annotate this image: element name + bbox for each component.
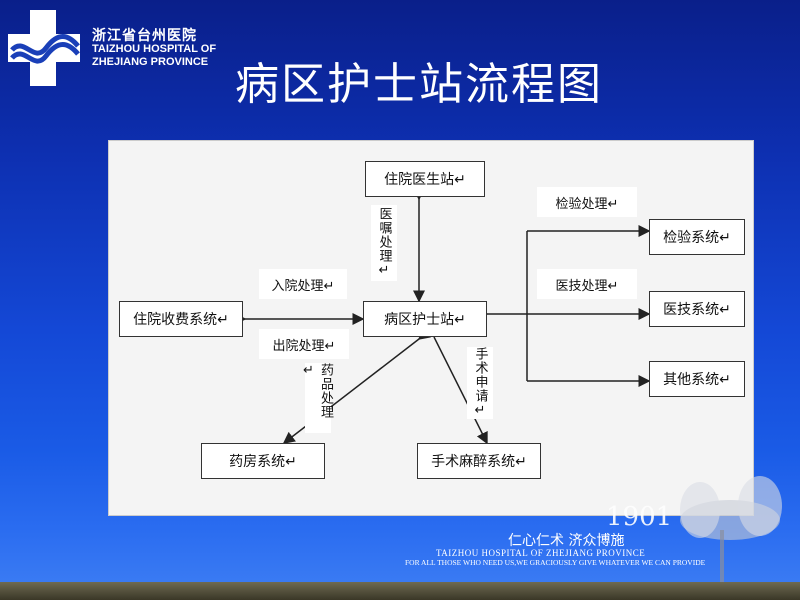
- edge-label-orders: 医嘱处理↵: [371, 205, 397, 281]
- edge-label-medtech-processing: 医技处理↵: [537, 269, 637, 299]
- node-doctor-station: 住院医生站↵: [365, 161, 485, 197]
- slide-title: 病区护士站流程图: [235, 59, 603, 110]
- edge-label-surgery-request: 手术申请↵: [467, 347, 493, 419]
- node-medtech-system: 医技系统↵: [649, 291, 745, 327]
- hospital-name-en: TAIZHOU HOSPITAL OF ZHEJIANG PROVINCE: [92, 43, 216, 69]
- footer-ground-strip: [0, 582, 800, 600]
- node-other-system: 其他系统↵: [649, 361, 745, 397]
- lotus-decoration-icon: [680, 476, 782, 590]
- node-surgery-system: 手术麻醉系统↵: [417, 443, 541, 479]
- footer-hospital-en: TAIZHOU HOSPITAL OF ZHEJIANG PROVINCE: [436, 548, 646, 558]
- flowchart-panel: 住院医生站↵ 病区护士站↵ 住院收费系统↵ 药房系统↵ 手术麻醉系统↵ 检验系统…: [108, 140, 754, 516]
- footer-slogan-en: FOR ALL THOSE WHO NEED US,WE GRACIOUSLY …: [405, 558, 706, 567]
- edge-label-drug: 药品处理↵: [301, 363, 333, 433]
- hospital-motto: 仁心仁术 济众博施: [508, 533, 625, 549]
- arrow-nurse-surgery: [433, 336, 488, 445]
- hospital-name-cn: 浙江省台州医院: [92, 28, 197, 44]
- node-pharmacy-system: 药房系统↵: [201, 443, 325, 479]
- node-billing-system: 住院收费系统↵: [119, 301, 243, 337]
- hospital-name-en-line1: TAIZHOU HOSPITAL OF: [92, 43, 217, 55]
- edge-label-admission: 入院处理↵: [259, 269, 347, 299]
- hospital-name-en-line2: ZHEJIANG PROVINCE: [92, 56, 209, 68]
- node-lab-system: 检验系统↵: [649, 219, 745, 255]
- edge-label-lab-processing: 检验处理↵: [537, 187, 637, 217]
- node-nurse-station: 病区护士站↵: [363, 301, 487, 337]
- edge-label-discharge: 出院处理↵: [259, 329, 349, 359]
- founding-year: 1901: [606, 502, 673, 532]
- hospital-logo-icon: [8, 10, 80, 86]
